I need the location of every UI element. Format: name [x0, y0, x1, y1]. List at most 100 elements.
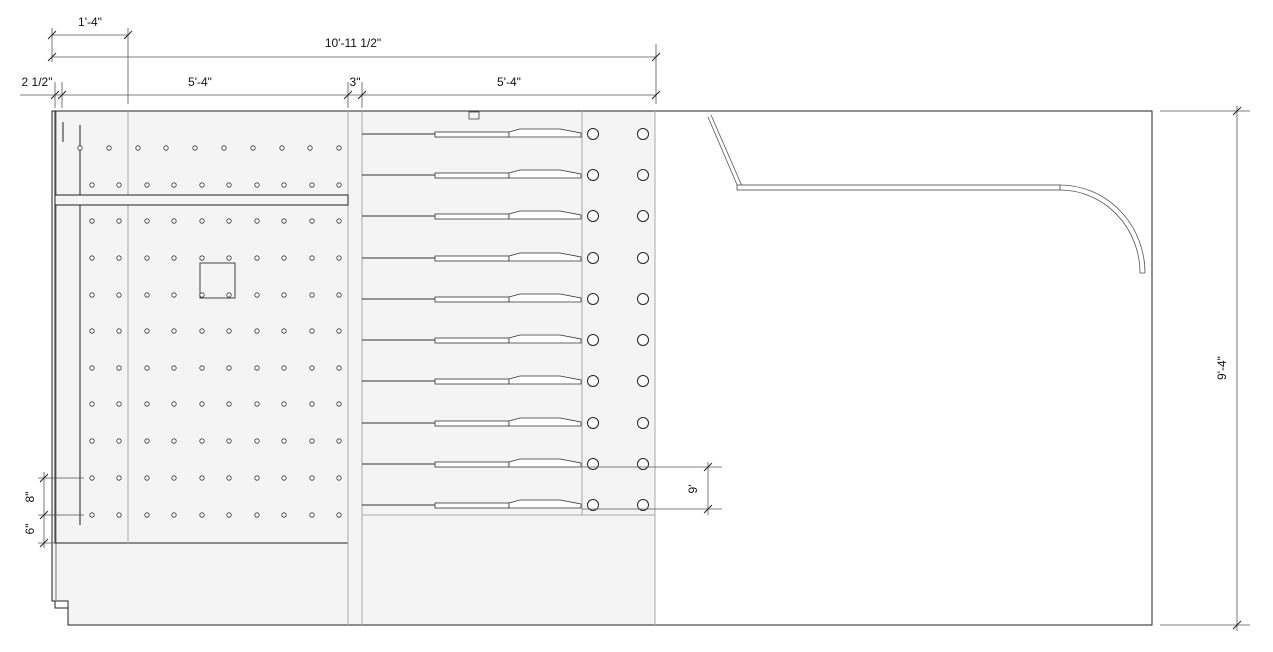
lane-blade	[508, 169, 582, 179]
grid-dot	[116, 401, 122, 407]
lane-ring	[587, 210, 599, 222]
dimension-section-widths: 2 1/2" 5'-4" 3" 5'-4"	[20, 75, 661, 108]
grid-dot	[89, 182, 95, 188]
dimension-label-bottom-offset: 6"	[23, 524, 37, 535]
dimension-label-left-offset: 2 1/2"	[22, 75, 53, 89]
floor-areas	[51, 110, 1153, 626]
dimension-label-row-spacing: 8"	[23, 492, 37, 503]
grid-dot	[336, 218, 342, 224]
grid-dot	[171, 475, 177, 481]
lane-blade	[508, 499, 582, 509]
grid-dot	[171, 512, 177, 518]
lane-ring	[637, 499, 649, 511]
lane-ring	[587, 169, 599, 181]
lane-bar	[434, 420, 510, 427]
building-outline	[68, 110, 1153, 626]
grid-dot	[199, 328, 205, 334]
lane-ring	[637, 375, 649, 387]
lane-ring	[637, 169, 649, 181]
lane-row	[362, 169, 649, 181]
grid-dot	[171, 438, 177, 444]
grid-dot	[309, 328, 315, 334]
grid-dot	[144, 292, 150, 298]
grid-dot	[250, 145, 256, 151]
square-fixture	[199, 262, 236, 299]
grid-dot	[281, 512, 287, 518]
grid-dot	[89, 218, 95, 224]
grid-dot	[199, 182, 205, 188]
dimension-label-top-left: 1'-4"	[78, 15, 102, 29]
grid-dot	[309, 512, 315, 518]
right-floor-area	[362, 111, 655, 625]
lane-blade	[508, 293, 582, 303]
grid-dot	[171, 401, 177, 407]
grid-dot	[226, 218, 232, 224]
corner-notch	[52, 600, 69, 625]
grid-dot	[171, 218, 177, 224]
grid-dot	[144, 365, 150, 371]
grid-dot	[171, 292, 177, 298]
grid-dot	[281, 365, 287, 371]
lane-blade	[508, 458, 582, 468]
lane-blade	[508, 334, 582, 344]
grid-dot	[254, 438, 260, 444]
lane-bar	[434, 172, 510, 179]
grid-dot	[309, 255, 315, 261]
lane-bar	[434, 213, 510, 220]
dimension-label-right-section: 5'-4"	[497, 75, 521, 89]
grid-dot	[336, 475, 342, 481]
lane-ring	[637, 334, 649, 346]
grid-dot	[89, 292, 95, 298]
grid-dot	[281, 328, 287, 334]
grid-dot	[336, 365, 342, 371]
grid-dot	[254, 292, 260, 298]
grid-dot	[281, 475, 287, 481]
left-dot-grid	[77, 145, 342, 518]
lane-bar	[434, 378, 510, 385]
grid-dot	[254, 475, 260, 481]
grid-dot	[116, 218, 122, 224]
grid-dot	[89, 475, 95, 481]
dimension-row-spacing: 8" 6"	[23, 472, 84, 548]
grid-dot	[336, 145, 342, 151]
grid-dot	[336, 182, 342, 188]
grid-dot	[281, 218, 287, 224]
grid-dot	[144, 182, 150, 188]
lane-bar	[434, 337, 510, 344]
lane-ring	[587, 128, 599, 140]
left-floor-area	[51, 110, 363, 626]
lane-ring	[637, 417, 649, 429]
right-lane-section	[362, 111, 656, 625]
grid-dot	[254, 512, 260, 518]
grid-dot	[336, 438, 342, 444]
grid-dot	[144, 255, 150, 261]
grid-dot	[144, 328, 150, 334]
grid-dot	[226, 475, 232, 481]
grid-dot	[254, 328, 260, 334]
grid-dot	[281, 255, 287, 261]
grid-dot	[116, 328, 122, 334]
grid-dot	[163, 145, 169, 151]
left-grid-section	[54, 110, 363, 625]
grid-dot	[309, 218, 315, 224]
grid-dot	[336, 292, 342, 298]
angled-rail	[707, 114, 743, 188]
dimension-label-gap: 3"	[350, 75, 361, 89]
grid-dot	[171, 182, 177, 188]
grid-dot	[89, 401, 95, 407]
grid-dot	[116, 438, 122, 444]
lane-row	[362, 210, 649, 222]
grid-dot	[254, 182, 260, 188]
grid-dot	[309, 438, 315, 444]
lane-ring	[637, 458, 649, 470]
lane-ring	[587, 334, 599, 346]
grid-dot	[279, 145, 285, 151]
grid-dot	[336, 401, 342, 407]
grid-dot	[307, 145, 313, 151]
grid-dot	[336, 255, 342, 261]
lane-row	[362, 499, 649, 511]
curved-rail	[707, 114, 1146, 274]
grid-dot	[226, 328, 232, 334]
grid-dot	[309, 475, 315, 481]
